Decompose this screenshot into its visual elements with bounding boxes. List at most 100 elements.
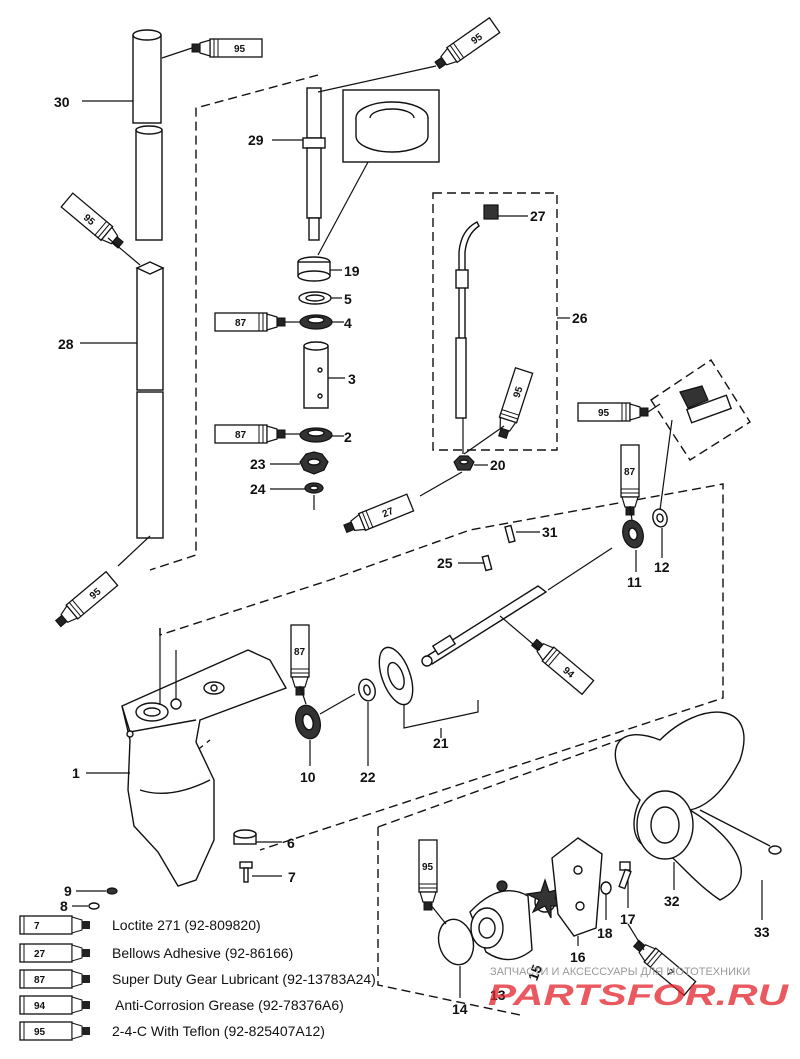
lubricant-tube-7-pump: 7 xyxy=(629,935,697,996)
part-32-propeller xyxy=(614,711,745,901)
svg-text:27: 27 xyxy=(34,949,46,960)
svg-text:Super Duty Gear Lubricant (92-: Super Duty Gear Lubricant (92-13783A24) xyxy=(112,971,376,987)
part-1-gear-housing xyxy=(86,628,288,887)
label-13: 13 xyxy=(490,987,506,1003)
part-6-washer xyxy=(233,829,282,845)
watermark-tagline: ЗАПЧАСТИ И АКСЕССУАРЫ ДЛЯ МОТОТЕХНИКИ xyxy=(490,966,750,978)
label-26: 26 xyxy=(572,310,588,326)
part-25-pin xyxy=(458,554,493,572)
svg-text:87: 87 xyxy=(624,467,636,478)
label-14: 14 xyxy=(452,1001,468,1017)
label-22: 22 xyxy=(360,769,376,785)
lubricant-tube-95-bottom-left: 95 xyxy=(51,571,119,632)
legend-row-7: 7 Loctite 271 (92-809820) xyxy=(19,915,261,935)
assembly-outline-pump xyxy=(377,734,634,1016)
part-30-drive-shaft-tube-upper xyxy=(82,29,163,241)
label-1: 1 xyxy=(72,765,80,781)
svg-text:95: 95 xyxy=(598,408,610,419)
label-27: 27 xyxy=(530,208,546,224)
legend-row-87: 87 Super Duty Gear Lubricant (92-13783A2… xyxy=(19,969,376,989)
part-2-bearing xyxy=(299,427,344,443)
lubricant-legend: 7 Loctite 271 (92-809820) 27 Bellows Adh… xyxy=(19,915,376,1041)
watermark: ЗАПЧАСТИ И АКСЕССУАРЫ ДЛЯ МОТОТЕХНИКИ PA… xyxy=(488,966,790,1012)
bearing-detail-inset xyxy=(317,89,440,256)
label-30: 30 xyxy=(54,94,70,110)
part-20-grommet xyxy=(453,418,488,471)
label-25: 25 xyxy=(437,555,453,571)
label-18: 18 xyxy=(597,925,613,941)
part-23-pinion-gear xyxy=(270,451,329,475)
svg-text:7: 7 xyxy=(34,921,40,932)
lubricant-tube-27: 27 xyxy=(341,493,415,538)
assembly-outline-shift-rod-box xyxy=(432,192,558,451)
label-8: 8 xyxy=(60,898,68,914)
part-27-retainer xyxy=(483,204,528,220)
lubricant-tube-87-upper: 87 xyxy=(214,312,286,332)
trim-tab-detail-inset xyxy=(650,359,751,511)
part-19-bearing xyxy=(297,256,342,282)
label-6: 6 xyxy=(287,835,295,851)
part-17-screw xyxy=(618,861,632,908)
svg-text:Loctite 271 (92-809820): Loctite 271 (92-809820) xyxy=(112,917,261,933)
lubricant-tube-87-right: 87 xyxy=(620,444,640,516)
part-10-bearing xyxy=(295,704,321,766)
part-33-cotter-pin xyxy=(699,809,782,920)
part-16-pump-plate xyxy=(551,837,603,946)
label-5: 5 xyxy=(344,291,352,307)
legend-row-95: 95 2-4-C With Teflon (92-825407A12) xyxy=(19,1021,325,1041)
part-28-water-tube-lower xyxy=(80,261,165,539)
legend-row-27: 27 Bellows Adhesive (92-86166) xyxy=(19,943,293,963)
label-32: 32 xyxy=(664,893,680,909)
assembly-outline-upper xyxy=(149,74,319,571)
watermark-brand: PARTSFOR.RU xyxy=(488,979,790,1012)
label-7: 7 xyxy=(288,869,296,885)
svg-text:7: 7 xyxy=(664,967,676,979)
part-8-washer xyxy=(72,902,100,910)
svg-text:95: 95 xyxy=(512,385,526,399)
lubricant-tube-95-trim: 95 xyxy=(577,402,649,422)
part-7-screw xyxy=(239,861,282,883)
label-3: 3 xyxy=(348,371,356,387)
part-4-bearing xyxy=(299,314,344,330)
label-11: 11 xyxy=(627,574,642,590)
label-29: 29 xyxy=(248,132,264,148)
part-13-pump-body xyxy=(469,880,533,961)
part-24-nut xyxy=(270,482,324,494)
lubricant-tube-95-top: 95 xyxy=(191,38,263,58)
svg-text:2-4-C With Teflon (92-825407A: 2-4-C With Teflon (92-825407A12) xyxy=(112,1023,325,1039)
label-23: 23 xyxy=(250,456,266,472)
label-20: 20 xyxy=(490,457,506,473)
part-12-washer xyxy=(652,508,668,558)
label-33: 33 xyxy=(754,924,770,940)
svg-text:87: 87 xyxy=(235,318,247,329)
lubricant-tube-95-top-right: 95 xyxy=(431,17,501,74)
legend-row-94: 94 Anti-Corrosion Grease (92-78376A6) xyxy=(19,995,344,1015)
svg-text:87: 87 xyxy=(34,975,46,986)
part-29-driveshaft xyxy=(272,87,326,241)
part-26-shift-rod xyxy=(455,221,570,419)
lubricant-tube-95-left: 95 xyxy=(60,192,128,253)
label-17: 17 xyxy=(620,911,636,927)
part-22-washer xyxy=(358,678,376,766)
label-16: 16 xyxy=(570,949,586,965)
label-31: 31 xyxy=(542,524,558,540)
lubricant-tube-87-lower: 87 xyxy=(214,424,286,444)
svg-text:95: 95 xyxy=(234,44,246,55)
svg-text:Bellows Adhesive (92-86166): Bellows Adhesive (92-86166) xyxy=(112,945,293,961)
label-28: 28 xyxy=(58,336,74,352)
label-12: 12 xyxy=(654,559,670,575)
label-10: 10 xyxy=(300,769,316,785)
svg-text:87: 87 xyxy=(294,647,306,658)
label-15: 15 xyxy=(525,962,545,982)
part-5-washer xyxy=(298,291,342,305)
lubricant-tube-95-pump: 95 xyxy=(418,839,438,911)
lubricant-tube-95-rod: 95 xyxy=(493,367,534,441)
label-4: 4 xyxy=(344,315,352,331)
label-9: 9 xyxy=(64,883,72,899)
svg-text:87: 87 xyxy=(235,430,247,441)
part-18-washer xyxy=(600,881,612,920)
lubricant-tube-87-mid: 87 xyxy=(290,624,310,696)
svg-text:95: 95 xyxy=(422,862,434,873)
part-11-bearing xyxy=(622,519,644,572)
